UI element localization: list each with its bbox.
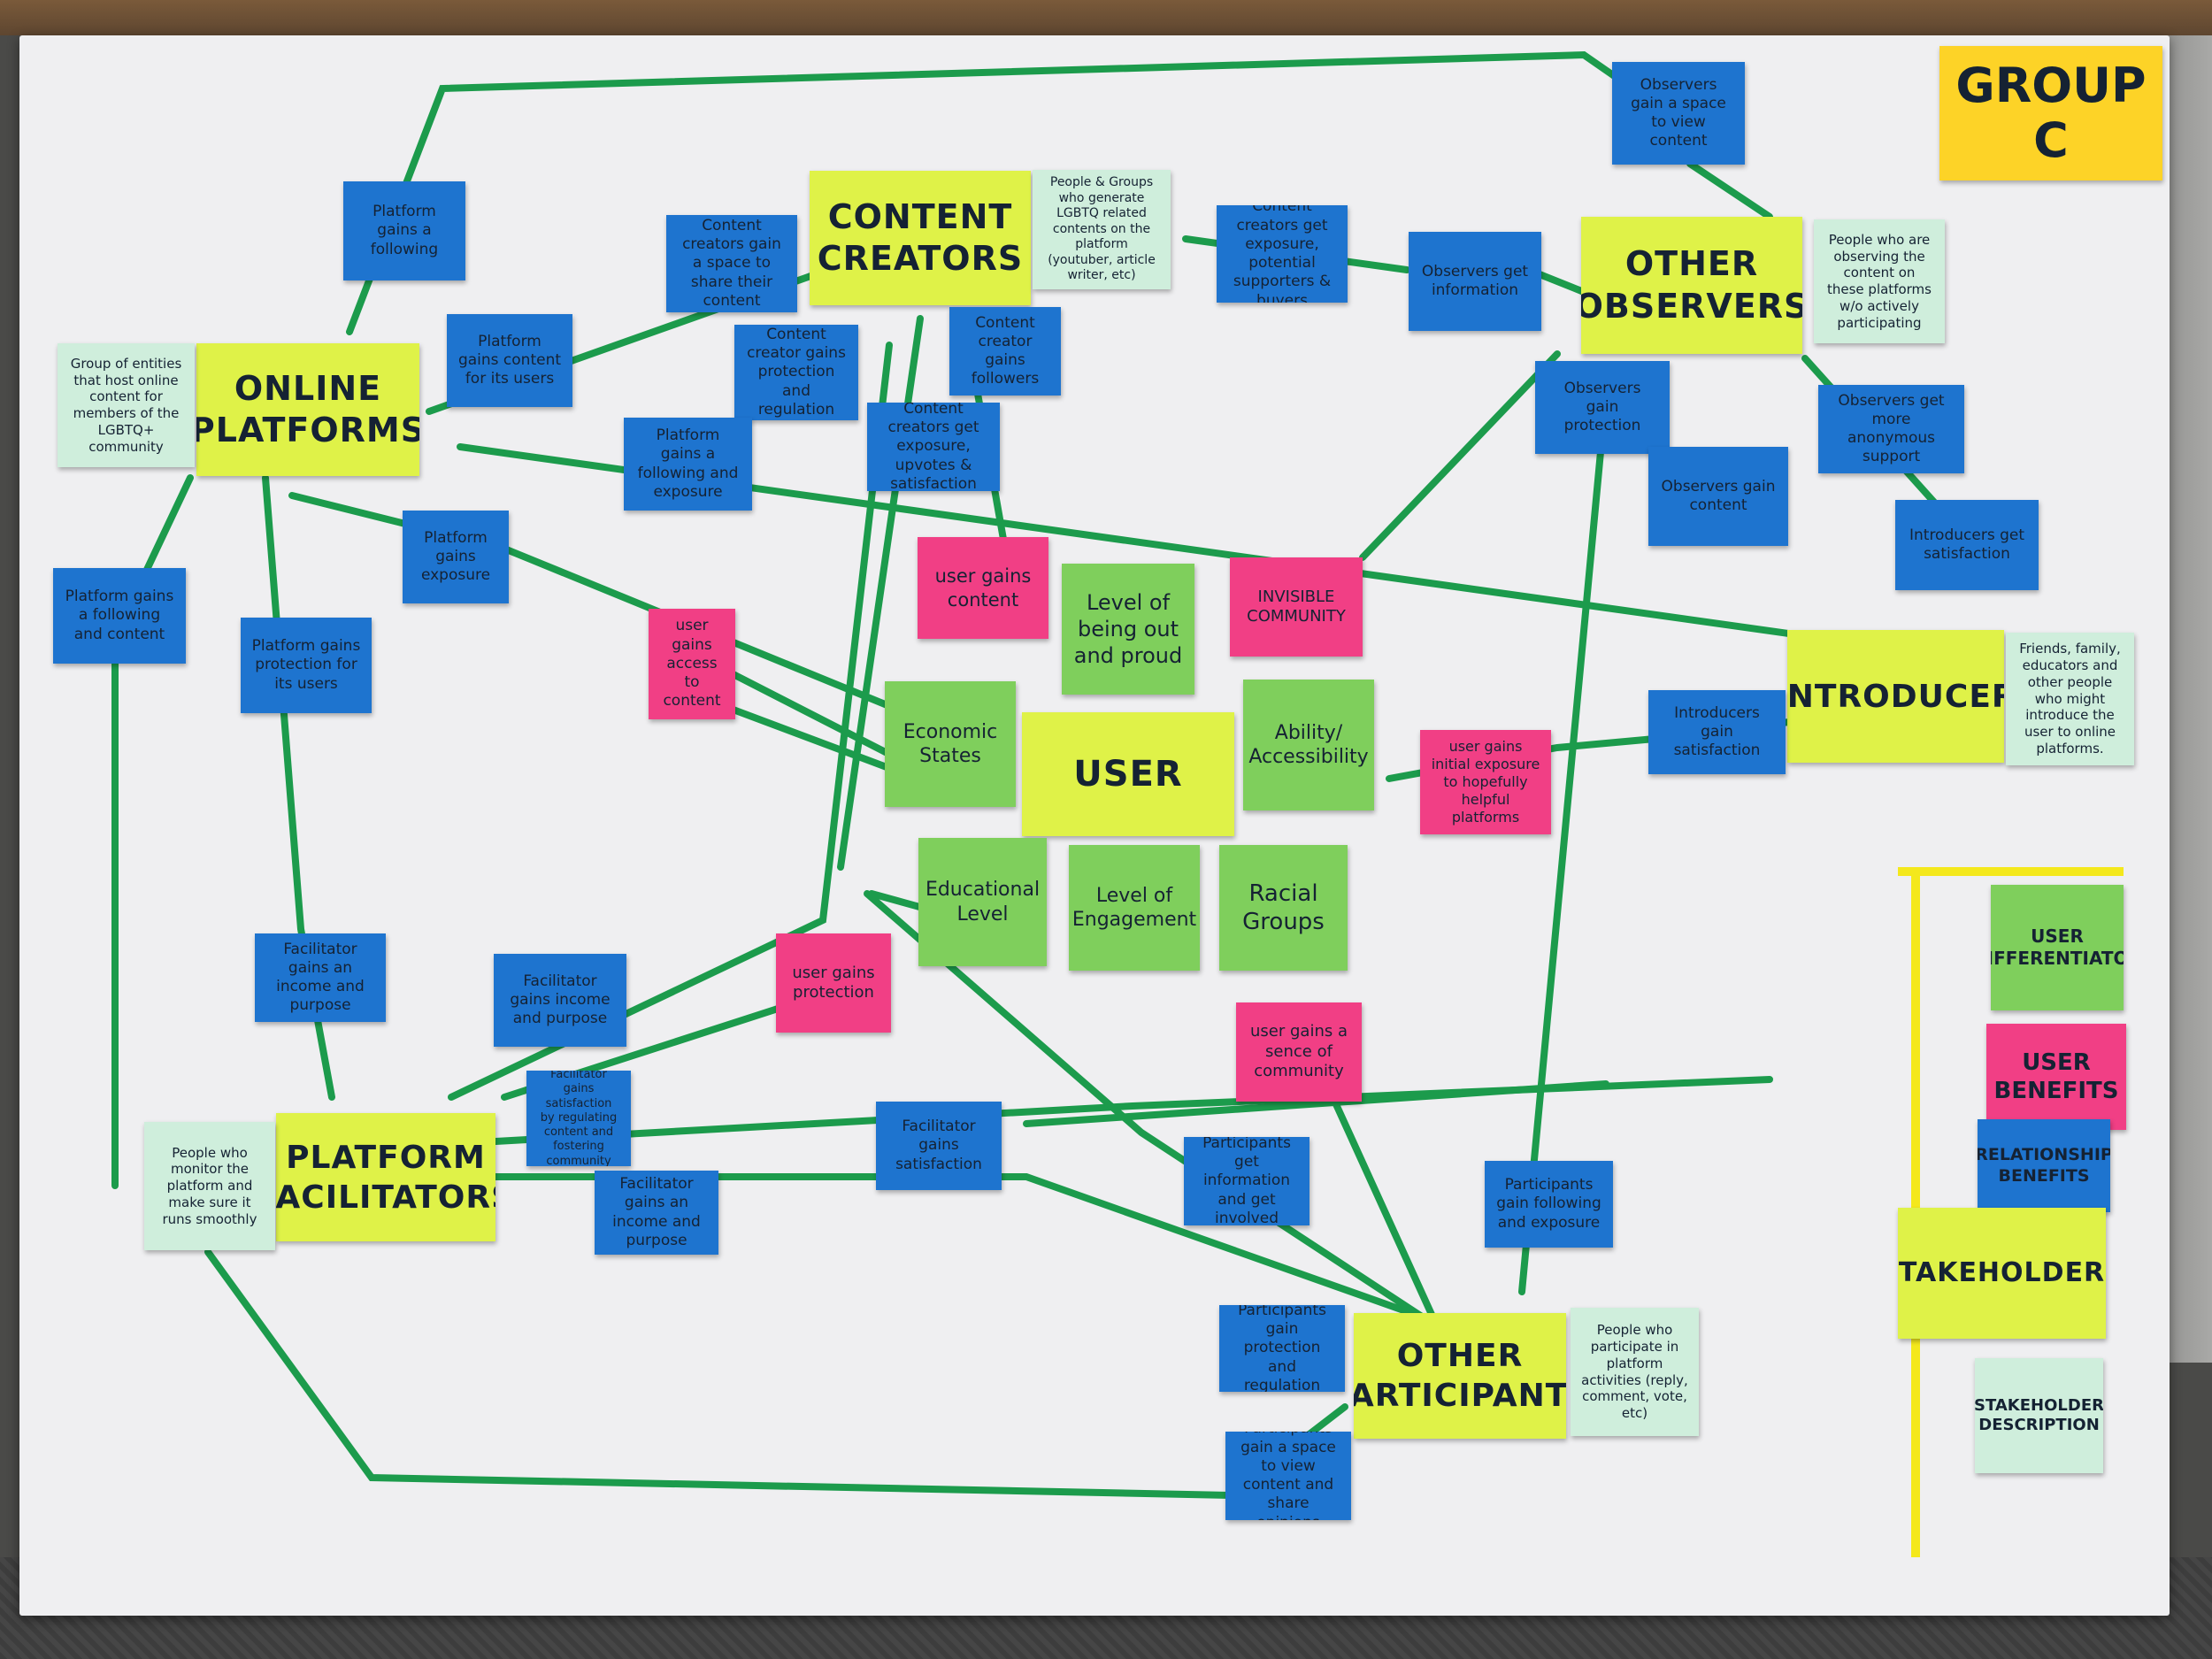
benefit-user-community: user gains a sence of community [1236, 1002, 1362, 1102]
legend-user-benefits: USER BENEFITS [1986, 1024, 2126, 1130]
stakeholder-content-creators: CONTENT CREATORS [810, 171, 1031, 305]
rel-creators-exposure-support: Content creators get exposure, potential… [1217, 205, 1348, 303]
rel-introducers-gain-satisfaction: Introducers gain satisfaction [1648, 690, 1786, 774]
diff-racial: Racial Groups [1219, 845, 1348, 971]
rel-platform-following-exposure: Platform gains a following and exposure [624, 418, 752, 511]
stakeholder-user: USER [1022, 712, 1234, 836]
rel-facilitator-satisfaction: Facilitator gains satisfaction [876, 1102, 1002, 1190]
diff-out-proud: Level of being out and proud [1062, 564, 1194, 695]
diff-ability: Ability/ Accessibility [1243, 680, 1374, 810]
stakeholder-other-participants: OTHER PARTICIPANTS [1354, 1313, 1566, 1439]
rel-observers-space: Observers gain a space to view content [1612, 62, 1745, 165]
benefit-user-protection: user gains protection [776, 933, 891, 1033]
diff-educational: Educational Level [918, 838, 1047, 966]
rel-facilitator-income-purpose: Facilitator gains an income and purpose [255, 933, 386, 1022]
diff-engagement: Level of Engagement [1069, 845, 1200, 971]
rel-observers-protection: Observers gain protection [1535, 361, 1670, 454]
rel-platform-exposure: Platform gains exposure [403, 511, 509, 603]
rel-platform-following: Platform gains a following [343, 181, 465, 280]
benefit-user-exposure: user gains initial exposure to hopefully… [1420, 730, 1551, 834]
rel-participants-space: Participants gain a space to view conten… [1225, 1432, 1351, 1520]
rel-platform-following-content: Platform gains a following and content [53, 568, 186, 664]
benefit-user-content: user gains content [918, 537, 1048, 639]
group-title: GROUP C [1939, 46, 2162, 180]
stakeholder-platform-facilitators: PLATFORM FACILITATORS [276, 1113, 495, 1241]
rel-participants-info: Participants get information and get inv… [1184, 1137, 1310, 1225]
benefit-user-access: user gains access to content [649, 609, 735, 719]
description-platform-facilitators: People who monitor the platform and make… [144, 1122, 275, 1250]
benefit-invisible-community: INVISIBLE COMMUNITY [1230, 557, 1363, 657]
legend-relationship-benefits: RELATIONSHIP BENEFITS [1978, 1119, 2110, 1212]
rel-observers-content: Observers gain content [1648, 447, 1788, 546]
stakeholder-other-observers: OTHER OBSERVERS [1581, 217, 1802, 354]
rel-platform-content: Platform gains content for its users [447, 314, 572, 407]
description-online-platforms: Group of entities that host online conte… [58, 343, 195, 467]
diff-economic: Economic States [885, 681, 1016, 807]
rel-creators-space: Content creators gain a space to share t… [666, 215, 797, 312]
rel-participants-following: Participants gain following and exposure [1485, 1161, 1613, 1248]
rel-observers-anonymous: Observers get more anonymous support [1818, 385, 1964, 473]
legend-stakeholder-description: STAKEHOLDER DESCRIPTION [1975, 1358, 2103, 1473]
description-other-participants: People who participate in platform activ… [1571, 1308, 1699, 1436]
stakeholder-introducer: INTRODUCER [1787, 630, 2004, 763]
rel-facilitator-income-purpose-2: Facilitator gains income and purpose [494, 954, 626, 1047]
description-other-observers: People who are observing the content on … [1814, 219, 1945, 343]
rel-facilitator-satisfaction-community: Facilitator gains satisfaction by regula… [526, 1071, 631, 1166]
ceiling [0, 0, 2212, 35]
rel-platform-protection: Platform gains protection for its users [241, 618, 372, 713]
rel-creator-followers: Content creator gains followers [949, 307, 1061, 396]
description-content-creators: People & Groups who generate LGBTQ relat… [1033, 170, 1171, 289]
rel-observers-info: Observers get information [1409, 232, 1541, 331]
rel-creators-exposure: Content creators get exposure, upvotes &… [867, 403, 1000, 491]
rel-facilitator-income-purpose-3: Facilitator gains an income and purpose [595, 1171, 718, 1255]
rel-introducers-satisfaction: Introducers get satisfaction [1895, 500, 2039, 590]
stakeholder-online-platforms: ONLINE PLATFORMS [196, 343, 419, 476]
description-introducer: Friends, family, educators and other peo… [2006, 633, 2134, 765]
rel-participants-protection: Participants gain protection and regulat… [1219, 1305, 1345, 1392]
rel-creator-protection: Content creator gains protection and reg… [734, 325, 858, 420]
legend-user-differentiator: USER DIFFERENTIATOR [1991, 885, 2124, 1010]
